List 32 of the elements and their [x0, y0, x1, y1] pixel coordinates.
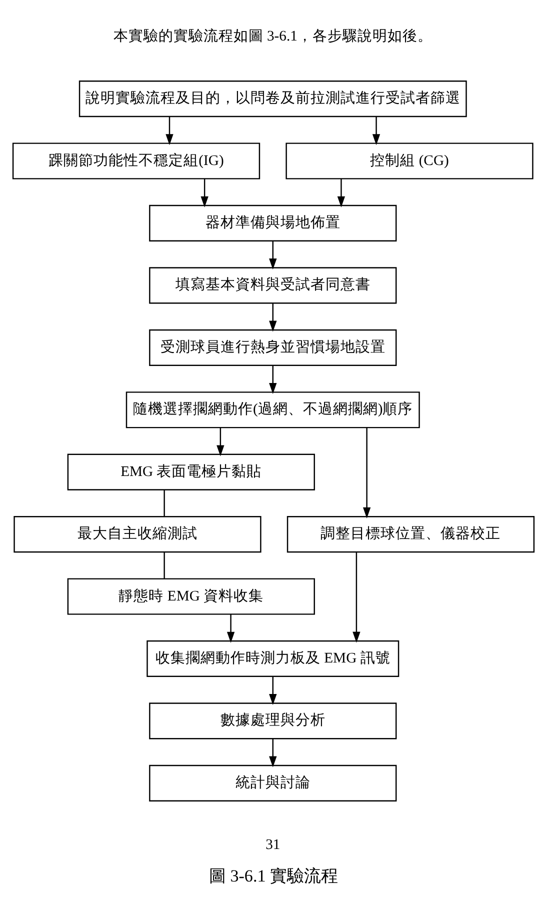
label: 本實驗的實驗流程如圖 3-6.1，各步驟說明如後。: [113, 28, 432, 44]
arrow: [269, 676, 277, 705]
arrow: [166, 116, 174, 145]
arrow: [269, 365, 277, 394]
label: 31: [266, 836, 280, 853]
node-box: 隨機選擇擱網動作(過網、不過網擱網)順序: [126, 391, 420, 428]
node-box: 調整目標球位置、儀器校正: [286, 516, 535, 552]
arrow: [362, 427, 371, 518]
node-box: 控制組 (CG): [286, 142, 534, 179]
node-box: 填寫基本資料與受試者同意書: [149, 266, 397, 304]
node-box: 踝關節功能性不穩定組(IG): [12, 142, 260, 179]
arrow: [269, 738, 277, 767]
caption: 圖 3-6.1 實驗流程: [208, 866, 338, 886]
connector: [164, 490, 165, 516]
arrow: [226, 614, 235, 642]
node-box: 最大自主收縮測試: [14, 516, 262, 552]
node-box: 受測球員進行熱身並習慣場地設置: [149, 328, 397, 366]
node-box: 器材準備與場地佈置: [149, 204, 397, 242]
arrow: [200, 178, 208, 207]
arrow: [269, 302, 277, 332]
arrow: [337, 178, 346, 207]
node-box: EMG 表面電極片黏貼: [67, 453, 315, 490]
arrow: [352, 552, 360, 642]
node-box: 收集擱網動作時測力板及 EMG 訊號: [146, 640, 400, 677]
node-box: 說明實驗流程及目的，以問卷及前拉測試進行受試者篩選: [78, 80, 467, 117]
arrow: [372, 116, 380, 145]
arrow: [269, 240, 277, 270]
node-box: 靜態時 EMG 資料收集: [67, 578, 315, 614]
node-box: 數據處理與分析: [149, 702, 397, 739]
node-box: 統計與討論: [149, 764, 397, 801]
connector: [164, 552, 165, 578]
arrow: [216, 427, 224, 456]
